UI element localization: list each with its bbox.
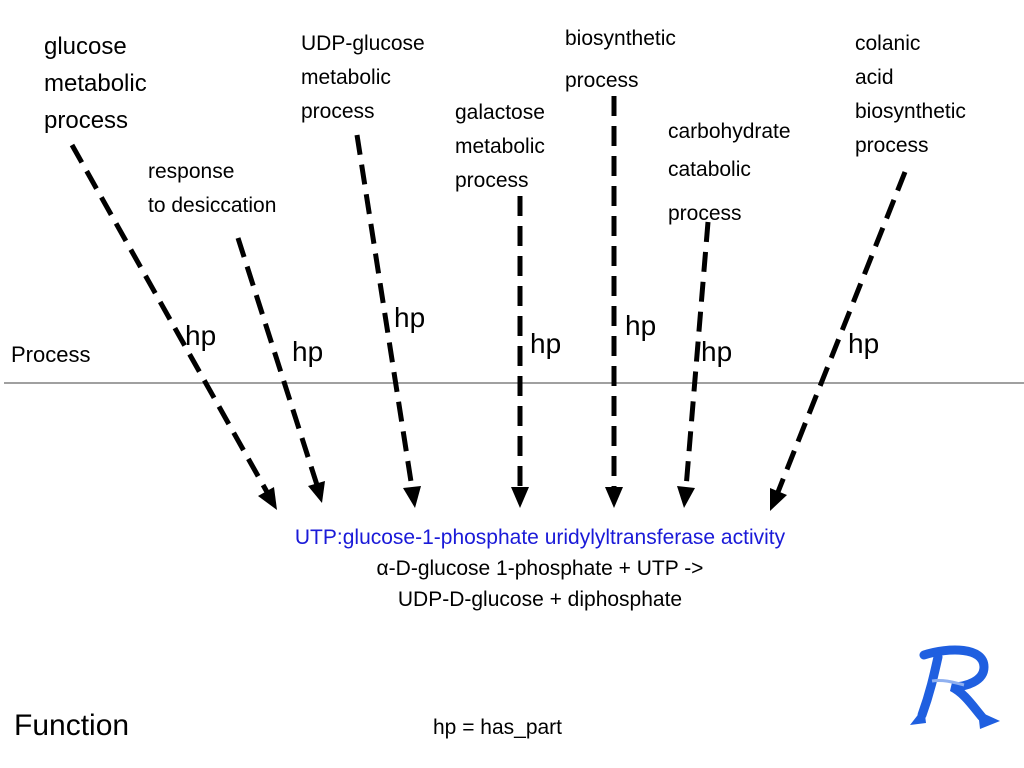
hp-label-colanic-acid: hp [848,328,880,359]
function-reaction-line-1: α-D-glucose 1-phosphate + UTP -> [376,557,704,580]
hp-arrow-response-desiccation [235,237,325,503]
function-section-label: Function [14,709,130,742]
hp-arrow-biosynthetic [605,96,623,508]
hp-arrow-glucose-metabolic [69,143,277,510]
node-glucose-metabolic-process: glucose metabolic process [44,33,147,134]
node-response-to-desiccation: response to desiccation [148,160,277,217]
hp-label-carbohydrate-catabolic: hp [701,336,733,367]
r-logo-icon [910,645,1000,729]
node-galactose-metabolic-process: galactose metabolic process [455,101,545,192]
legend-text: hp = has_part [433,716,563,739]
hp-label-biosynthetic: hp [625,310,657,341]
process-section-label: Process [11,342,91,367]
hp-label-galactose: hp [530,328,562,359]
hp-label-udp-glucose: hp [394,302,426,333]
hp-arrow-carbohydrate-catabolic [677,221,711,508]
node-colanic-acid-biosynthetic-process: colanic acid biosynthetic process [855,32,966,157]
hp-arrow-udp-glucose [354,134,421,508]
node-udp-glucose-metabolic-process: UDP-glucose metabolic process [301,32,425,123]
hp-arrow-galactose [511,196,529,508]
hp-arrow-colanic-acid [770,171,908,511]
node-carbohydrate-catabolic-process: carbohydrate catabolic process [668,120,791,225]
hp-label-response-desiccation: hp [292,336,324,367]
node-biosynthetic-process: biosynthetic process [565,27,676,92]
hp-label-glucose-metabolic: hp [185,320,217,351]
function-name: UTP:glucose-1-phosphate uridylyltransfer… [294,526,786,549]
function-reaction-line-2: UDP-D-glucose + diphosphate [397,588,683,611]
